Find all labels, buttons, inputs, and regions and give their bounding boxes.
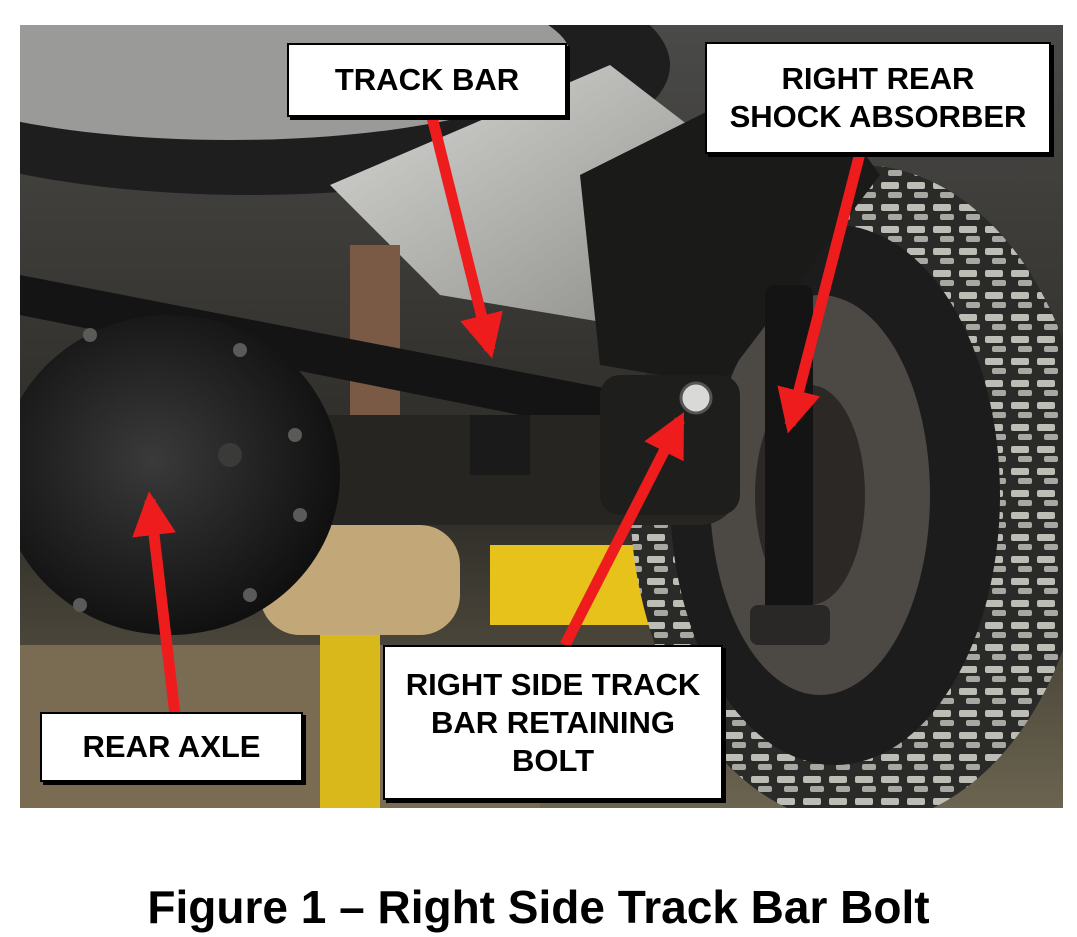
cover-bolt: [288, 428, 302, 442]
callout-track-bar-line: TRACK BAR: [334, 62, 520, 97]
shock-lower-mount: [750, 605, 830, 645]
shock-absorber: [765, 285, 813, 625]
callout-shock-line-2: SHOCK ABSORBER: [729, 99, 1027, 134]
callout-rear-axle-line: REAR AXLE: [82, 729, 261, 764]
cover-bolt: [83, 328, 97, 342]
arrow-track-bar: [426, 115, 503, 359]
cover-bolt: [233, 343, 247, 357]
callout-bolt-line-1: RIGHT SIDE TRACK: [405, 666, 701, 702]
cover-bolt: [293, 508, 307, 522]
callout-shock-line-1: RIGHT REAR: [781, 61, 975, 96]
callout-track-bar: TRACK BAR: [287, 43, 567, 117]
differential-cover: [20, 315, 340, 635]
callout-bolt-line-2: BAR RETAINING: [431, 704, 675, 740]
track-bar-bolt: [679, 381, 713, 415]
callout-shock-absorber: RIGHT REAR SHOCK ABSORBER: [705, 42, 1051, 154]
cover-bolt: [73, 598, 87, 612]
callout-bolt-line-3: BOLT: [511, 742, 595, 778]
arrow-retaining-bolt: [560, 412, 685, 648]
cover-bolt: [243, 588, 257, 602]
drain-plug: [218, 443, 242, 467]
callout-rear-axle: REAR AXLE: [40, 712, 303, 782]
lift-post: [320, 625, 380, 808]
track-bar: [20, 275, 640, 435]
axle-bracket: [470, 415, 530, 475]
arrow-shock-absorber: [777, 151, 866, 434]
lift-arm: [490, 545, 660, 625]
arrow-rear-axle: [132, 491, 181, 716]
figure-caption: Figure 1 – Right Side Track Bar Bolt: [147, 881, 930, 933]
callout-retaining-bolt: RIGHT SIDE TRACK BAR RETAINING BOLT: [383, 645, 723, 800]
